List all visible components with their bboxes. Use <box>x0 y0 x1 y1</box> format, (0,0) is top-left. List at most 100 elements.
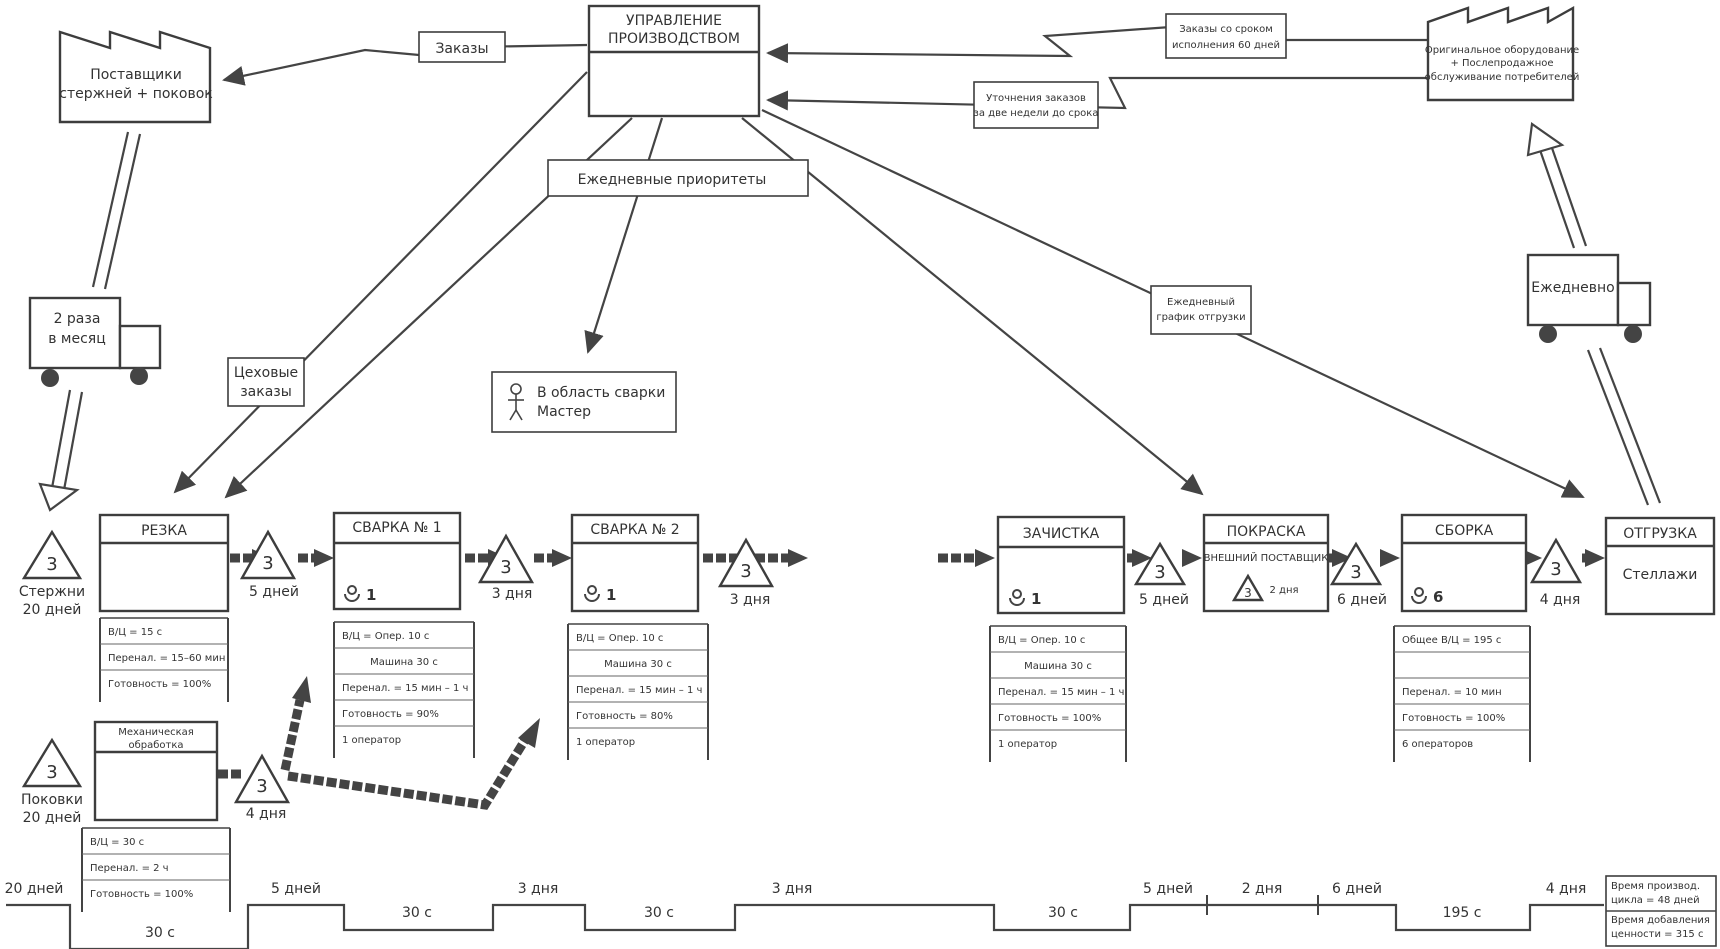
svg-text:1: 1 <box>366 586 376 604</box>
data-box-weld2-row: Готовность = 80% <box>576 711 673 722</box>
orders-60-label: Заказы со сроком исполнения 60 дней <box>1165 13 1287 59</box>
timeline-lead-time: 5 дней <box>1143 881 1193 897</box>
orders-label: Заказы <box>418 31 506 63</box>
svg-text:Время производ.: Время производ. <box>1611 881 1700 892</box>
data-box-cleaning-row: 1 оператор <box>998 739 1057 750</box>
process-shipping-subtitle: Стеллажи <box>1623 567 1698 583</box>
supplier-truck-icon: 2 раза в месяц <box>28 296 162 387</box>
svg-text:за две недели до срока: за две недели до срока <box>974 108 1099 119</box>
svg-text:6: 6 <box>1433 588 1443 606</box>
svg-text:Заказы со сроком: Заказы со сроком <box>1179 24 1273 35</box>
data-box-weld1-row: Готовность = 90% <box>342 709 439 720</box>
data-box-assembly-row: Готовность = 100% <box>1402 713 1505 724</box>
data-box-assembly-row: Перенал. = 10 мин <box>1402 687 1502 698</box>
process-weld2: СВАРКА № 2 <box>570 513 700 613</box>
customer-shipment-arrow <box>1526 122 1662 506</box>
svg-text:3: 3 <box>1550 559 1561 580</box>
supplier-truck-line2: в месяц <box>48 331 106 347</box>
inventory-clean-paint: 3 5 дней <box>1133 541 1189 608</box>
process-machining: Механическая обработка <box>93 720 219 822</box>
customer-line1: Оригинальное оборудование <box>1425 45 1579 56</box>
data-box-cleaning-row: Перенал. = 15 мин – 1 ч <box>998 687 1124 698</box>
inventory-weld1-weld2: 3 3 дня <box>477 533 535 602</box>
customer-line2: + Послепродажное <box>1450 58 1553 69</box>
data-box-weld1-row: 1 оператор <box>342 735 401 746</box>
svg-text:3: 3 <box>1154 562 1165 583</box>
data-box-assembly-row: 6 операторов <box>1402 739 1473 750</box>
weld-master-box: В область сварки Мастер <box>491 371 677 433</box>
supplier-line1: Поставщики <box>90 67 182 83</box>
svg-text:20 дней: 20 дней <box>23 602 82 618</box>
data-box-machining-row: Перенал. = 2 ч <box>90 863 169 874</box>
timeline-summary-box: Время производ. цикла = 48 дней Время до… <box>1605 875 1717 947</box>
svg-text:20 дней: 20 дней <box>23 810 82 826</box>
timeline-process-time: 30 с <box>145 925 175 941</box>
supplier-line2: стержней + поковок <box>59 86 212 102</box>
svg-text:4 дня: 4 дня <box>246 806 287 822</box>
data-box-weld1-row: Машина 30 с <box>370 657 438 668</box>
data-box-cutting-row: Перенал. = 15–60 мин <box>108 653 225 664</box>
svg-text:3 дня: 3 дня <box>730 592 771 608</box>
svg-text:3: 3 <box>500 557 511 578</box>
data-box-weld2-row: Перенал. = 15 мин – 1 ч <box>576 685 702 696</box>
supplier-truck-line1: 2 раза <box>54 311 101 327</box>
orders-flow-line <box>222 43 588 86</box>
process-machining-line1: Механическая <box>118 727 194 738</box>
operator-icon-assembly: 6 <box>1411 587 1443 606</box>
production-control-box: УПРАВЛЕНИЕ ПРОИЗВОДСТВОМ <box>587 4 761 118</box>
svg-text:2 дня: 2 дня <box>1269 585 1298 596</box>
svg-text:3: 3 <box>740 561 751 582</box>
svg-text:4 дня: 4 дня <box>1540 592 1581 608</box>
data-box-assembly-row: Общее В/Ц = 195 с <box>1402 635 1501 646</box>
timeline-process-time: 30 с <box>1048 905 1078 921</box>
process-cleaning: ЗАЧИСТКА <box>996 515 1126 615</box>
data-box-weld2-row: 1 оператор <box>576 737 635 748</box>
operator-icon-weld1: 1 <box>344 585 376 604</box>
operator-icon-cleaning: 1 <box>1009 589 1041 608</box>
svg-text:5 дней: 5 дней <box>249 584 299 600</box>
production-control-line1: УПРАВЛЕНИЕ <box>626 13 722 29</box>
process-machining-line2: обработка <box>128 740 183 751</box>
refinement-flow-line <box>766 76 1428 111</box>
data-box-cleaning-row: В/Ц = Опер. 10 с <box>998 635 1085 646</box>
process-cutting-title: РЕЗКА <box>141 523 187 539</box>
customer-line3: обслуживание потребителей <box>1425 72 1580 83</box>
data-box-cleaning-row: Готовность = 100% <box>998 713 1101 724</box>
svg-text:5 дней: 5 дней <box>1139 592 1189 608</box>
timeline-lead-time: 20 дней <box>5 881 64 897</box>
svg-text:Цеховые: Цеховые <box>234 365 298 381</box>
timeline-lead-time: 5 дней <box>271 881 321 897</box>
operator-icon-weld2: 1 <box>584 585 616 604</box>
weld-master-line2: Мастер <box>537 404 591 420</box>
person-icon <box>508 383 524 421</box>
process-cutting: РЕЗКА <box>98 513 230 613</box>
supplier-factory: Поставщики стержней + поковок <box>58 30 213 124</box>
svg-text:6 дней: 6 дней <box>1337 592 1387 608</box>
daily-priorities-label: Ежедневные приоритеты <box>547 159 809 197</box>
customer-orders-flow-line <box>766 20 1428 64</box>
data-box-weld2-row: В/Ц = Опер. 10 с <box>576 633 663 644</box>
timeline-lead-time: 3 дня <box>772 881 813 897</box>
svg-text:график отгрузки: график отгрузки <box>1156 312 1245 323</box>
process-painting-title: ПОКРАСКА <box>1227 524 1306 540</box>
data-box-cutting-row: В/Ц = 15 с <box>108 627 162 638</box>
inventory-forgings: 3 Поковки 20 дней <box>21 737 83 826</box>
svg-text:Время добавления: Время добавления <box>1611 915 1710 926</box>
svg-text:Заказы: Заказы <box>435 41 488 57</box>
svg-text:3: 3 <box>256 776 267 797</box>
inventory-machining-out: 3 4 дня <box>233 753 291 822</box>
pc-to-cleaning-line <box>741 117 1204 496</box>
svg-text:Стержни: Стержни <box>19 584 85 600</box>
timeline-process-time: 30 с <box>402 905 432 921</box>
svg-text:исполнения 60 дней: исполнения 60 дней <box>1172 40 1280 51</box>
supplier-shipment-arrow <box>38 131 142 512</box>
data-box-machining-row: В/Ц = 30 с <box>90 837 144 848</box>
customer-factory: Оригинальное оборудование + Послепродажн… <box>1425 5 1580 102</box>
daily-shipping-label: Ежедневный график отгрузки <box>1150 285 1252 335</box>
svg-text:цикла = 48 дней: цикла = 48 дней <box>1611 895 1700 906</box>
svg-text:1: 1 <box>606 586 616 604</box>
svg-text:3: 3 <box>1350 562 1361 583</box>
process-cleaning-title: ЗАЧИСТКА <box>1023 526 1100 542</box>
